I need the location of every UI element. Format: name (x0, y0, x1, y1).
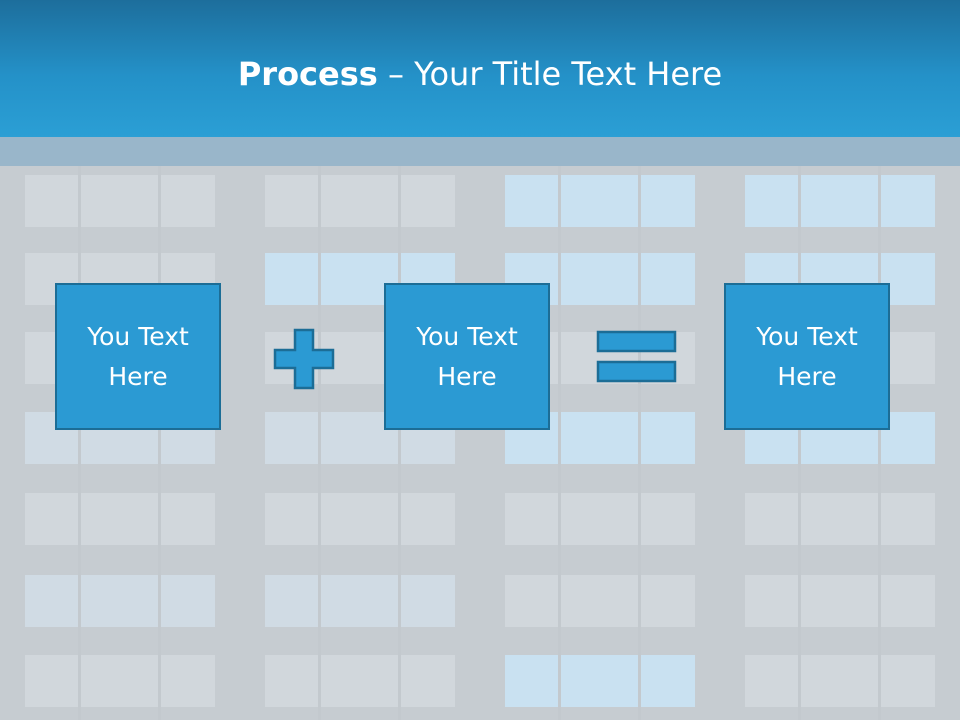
text-box-3[interactable]: You Text Here (724, 283, 890, 430)
equals-icon (596, 330, 677, 383)
text-box-1-label: You Text Here (87, 321, 189, 391)
title-bold: Process (237, 55, 378, 93)
text-box-3-label: You Text Here (756, 321, 858, 391)
title-rest: – Your Title Text Here (377, 55, 723, 93)
text-box-2-label: You Text Here (416, 321, 518, 391)
slide-title: Process – Your Title Text Here (0, 52, 960, 96)
text-box-2[interactable]: You Text Here (384, 283, 550, 430)
header-strip (0, 137, 960, 166)
plus-icon (273, 328, 335, 390)
text-box-1[interactable]: You Text Here (55, 283, 221, 430)
header-band (0, 0, 960, 137)
